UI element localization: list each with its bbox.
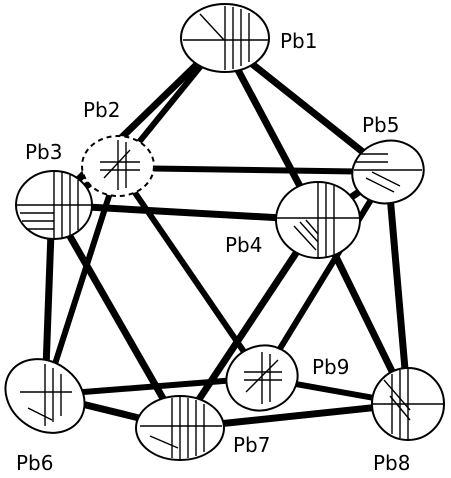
bond-pb5-pb8 (384, 171, 412, 405)
label-pb4: Pb4 (225, 233, 262, 257)
atom-pb3 (15, 170, 93, 240)
label-pb1: Pb1 (280, 29, 317, 53)
label-pb6: Pb6 (16, 451, 53, 475)
atom-pb4 (275, 181, 361, 259)
label-pb8: Pb8 (373, 451, 410, 475)
atom-pb5 (351, 139, 425, 205)
bond-pb3-pb4 (51, 201, 319, 224)
atom-pb9 (225, 344, 299, 412)
label-pb9: Pb9 (312, 355, 349, 379)
label-pb3: Pb3 (25, 140, 62, 164)
bond-pb9-pb5 (259, 170, 391, 380)
label-pb5: Pb5 (362, 113, 399, 137)
bond-pb2-pb9 (115, 166, 265, 380)
atom-pb8 (371, 367, 445, 441)
bond-pb1-pb3 (49, 37, 225, 208)
bond-pb3-pb7 (48, 203, 184, 430)
bond-pb4-pb7 (177, 218, 321, 430)
label-pb7: Pb7 (233, 433, 270, 457)
atom-pb2 (81, 135, 155, 197)
bond-pb2-pb5 (117, 165, 389, 175)
atom-pb1 (180, 3, 270, 73)
label-pb2: Pb2 (83, 98, 120, 122)
atom-pb6 (4, 358, 86, 434)
atom-pb7 (135, 395, 225, 461)
atom-labels: Pb1 Pb2 Pb3 Pb4 Pb5 Pb6 Pb7 Pb8 Pb9 (16, 29, 410, 475)
